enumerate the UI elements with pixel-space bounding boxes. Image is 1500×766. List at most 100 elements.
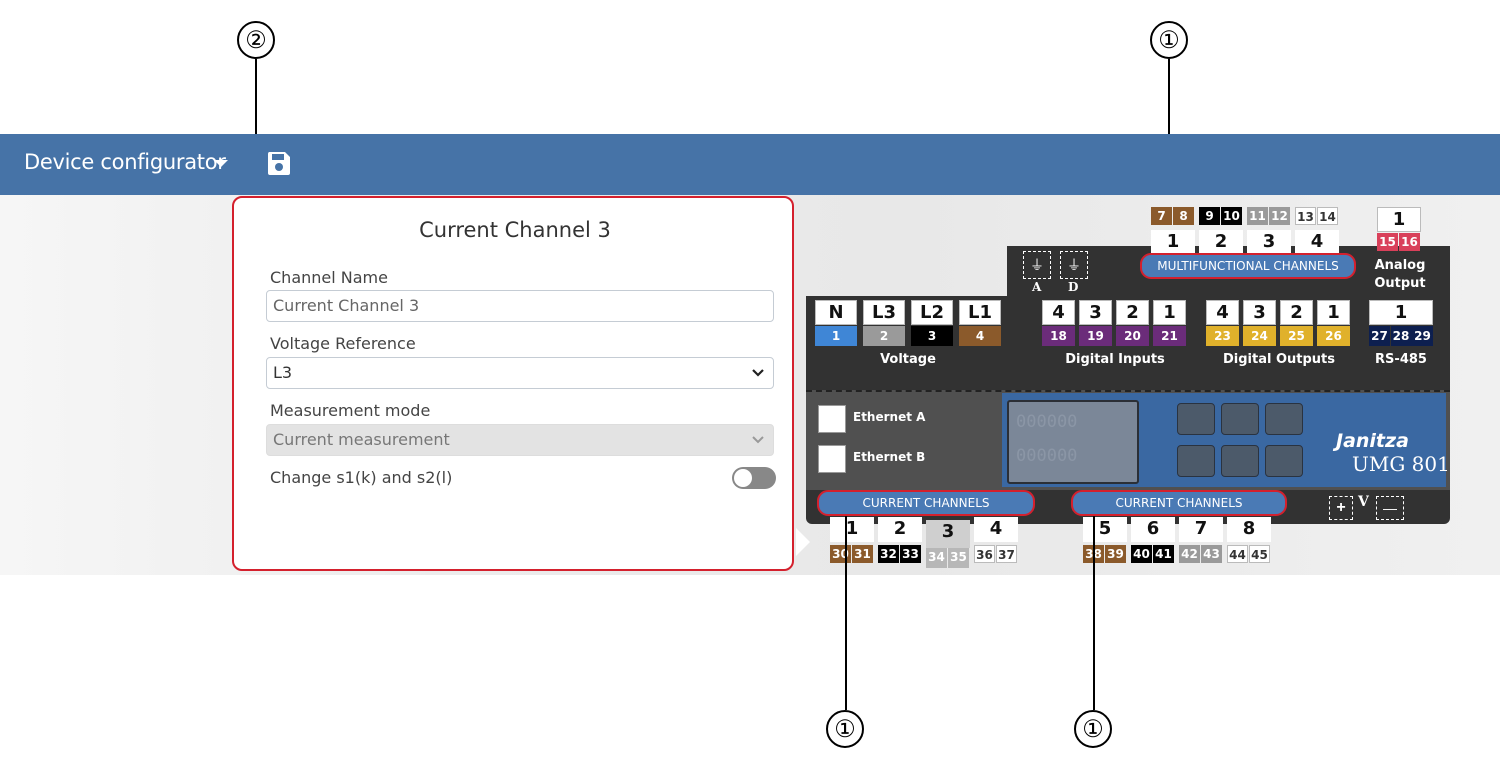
current-terminal-5[interactable]: 5 [1083, 517, 1127, 542]
current-terminal-2[interactable]: 2 [878, 517, 922, 542]
toggle-knob [734, 469, 752, 487]
digital-input-pin-20[interactable]: 20 [1116, 326, 1149, 346]
current-channels-button-right[interactable]: CURRENT CHANNELS [1071, 490, 1287, 516]
digital-output-pin-26[interactable]: 26 [1317, 326, 1350, 346]
measurement-mode-value: Current measurement [273, 430, 450, 449]
voltage-terminal-L3[interactable]: L3 [863, 300, 905, 325]
multi-pin-14[interactable]: 14 [1317, 207, 1338, 225]
current-terminal-4[interactable]: 4 [974, 517, 1018, 542]
current-pin-32[interactable]: 32 [878, 545, 899, 563]
analog-pin-16[interactable]: 16 [1399, 233, 1420, 251]
device-key-4[interactable] [1177, 445, 1215, 477]
analog-output-terminal[interactable]: 1 [1377, 207, 1421, 232]
digital-output-4[interactable]: 4 [1206, 300, 1239, 325]
voltage-pin-1[interactable]: 1 [815, 326, 857, 346]
rs485-pin-29[interactable]: 29 [1412, 326, 1433, 346]
digital-input-pin-21[interactable]: 21 [1153, 326, 1186, 346]
multi-pin-7[interactable]: 7 [1151, 207, 1172, 225]
current-pin-31[interactable]: 31 [852, 545, 873, 563]
current-pin-41[interactable]: 41 [1153, 545, 1174, 563]
callout-1-right-line [1093, 516, 1095, 710]
rs485-pin-28[interactable]: 28 [1390, 326, 1412, 346]
current-pin-34[interactable]: 34 [926, 548, 947, 568]
ethernet-b-label: Ethernet B [853, 450, 926, 464]
device-key-6[interactable] [1265, 445, 1303, 477]
lcd-display [1007, 400, 1139, 484]
measurement-mode-select: Current measurement [266, 424, 774, 456]
rs485-terminal[interactable]: 1 [1369, 300, 1433, 325]
digital-output-3[interactable]: 3 [1243, 300, 1276, 325]
rs485-label: RS-485 [1375, 352, 1427, 367]
current-terminal-8[interactable]: 8 [1227, 517, 1271, 542]
current-pin-35[interactable]: 35 [948, 548, 969, 568]
device-key-5[interactable] [1221, 445, 1259, 477]
current-terminal-6[interactable]: 6 [1131, 517, 1175, 542]
digital-input-pin-19[interactable]: 19 [1079, 326, 1112, 346]
multi-pin-11[interactable]: 11 [1247, 207, 1268, 225]
current-pin-37[interactable]: 37 [996, 545, 1017, 563]
multi-terminal-1[interactable]: 1 [1151, 230, 1195, 255]
multifunctional-channels-button[interactable]: MULTIFUNCTIONAL CHANNELS [1140, 253, 1356, 279]
voltage-terminal-L2[interactable]: L2 [911, 300, 953, 325]
current-pin-42[interactable]: 42 [1179, 545, 1200, 563]
digital-input-1[interactable]: 1 [1153, 300, 1186, 325]
multi-pin-10[interactable]: 10 [1221, 207, 1242, 225]
current-channels-button-left[interactable]: CURRENT CHANNELS [817, 490, 1035, 516]
voltage-terminal-N[interactable]: N [815, 300, 857, 325]
multi-terminal-3[interactable]: 3 [1247, 230, 1291, 255]
digital-output-1[interactable]: 1 [1317, 300, 1350, 325]
current-pin-44[interactable]: 44 [1227, 545, 1248, 563]
analog-output-label-1: Analog [1374, 258, 1426, 273]
digital-output-pin-24[interactable]: 24 [1243, 326, 1276, 346]
swap-s1-s2-label: Change s1(k) and s2(l) [270, 468, 453, 487]
digital-input-4[interactable]: 4 [1042, 300, 1075, 325]
multi-pin-9[interactable]: 9 [1199, 207, 1220, 225]
callout-1-right: ① [1074, 710, 1112, 748]
callout-1-multi: ① [1150, 21, 1188, 59]
current-pin-45[interactable]: 45 [1249, 545, 1270, 563]
current-pin-39[interactable]: 39 [1105, 545, 1126, 563]
voltage-terminal-L1[interactable]: L1 [959, 300, 1001, 325]
current-pin-36[interactable]: 36 [974, 545, 995, 563]
current-pin-43[interactable]: 43 [1201, 545, 1222, 563]
swap-s1-s2-toggle[interactable] [732, 467, 776, 489]
digital-output-2[interactable]: 2 [1280, 300, 1313, 325]
current-terminal-3[interactable]: 3 [926, 520, 970, 548]
current-pin-33[interactable]: 33 [900, 545, 921, 563]
digital-input-pin-18[interactable]: 18 [1042, 326, 1075, 346]
device-key-1[interactable] [1177, 403, 1215, 435]
save-icon[interactable] [266, 150, 292, 176]
ethernet-b-icon [818, 445, 846, 473]
current-terminal-7[interactable]: 7 [1179, 517, 1223, 542]
ground-d-icon[interactable]: ⏚ [1060, 251, 1088, 279]
digital-output-pin-25[interactable]: 25 [1280, 326, 1313, 346]
current-pin-30[interactable]: 30 [830, 545, 851, 563]
device-key-3[interactable] [1265, 403, 1303, 435]
current-pin-40[interactable]: 40 [1131, 545, 1152, 563]
multi-pin-13[interactable]: 13 [1295, 207, 1316, 225]
voltage-pin-2[interactable]: 2 [863, 326, 905, 346]
rs485-pin-27[interactable]: 27 [1369, 326, 1390, 346]
chevron-down-icon [752, 369, 764, 377]
voltage-pin-4[interactable]: 4 [959, 326, 1001, 346]
voltage-pin-3[interactable]: 3 [911, 326, 953, 346]
voltage-reference-select[interactable]: L3 [266, 357, 774, 389]
digital-input-3[interactable]: 3 [1079, 300, 1112, 325]
multi-terminal-2[interactable]: 2 [1199, 230, 1243, 255]
ground-a-icon[interactable]: ⏚ [1023, 251, 1051, 279]
top-bar [0, 134, 1500, 195]
multi-pin-12[interactable]: 12 [1269, 207, 1290, 225]
digital-output-pin-23[interactable]: 23 [1206, 326, 1239, 346]
multi-pin-8[interactable]: 8 [1173, 207, 1194, 225]
app-title-dropdown[interactable]: Device configurator [24, 150, 226, 174]
device-key-2[interactable] [1221, 403, 1259, 435]
v-minus-button[interactable]: — [1376, 496, 1404, 520]
analog-pin-15[interactable]: 15 [1377, 233, 1398, 251]
channel-name-input[interactable]: Current Channel 3 [266, 290, 774, 322]
chevron-down-icon [752, 436, 764, 444]
current-terminal-1[interactable]: 1 [830, 517, 874, 542]
caret-down-icon[interactable] [214, 160, 228, 167]
v-plus-button[interactable]: + [1329, 496, 1353, 520]
digital-input-2[interactable]: 2 [1116, 300, 1149, 325]
multi-terminal-4[interactable]: 4 [1295, 230, 1339, 255]
